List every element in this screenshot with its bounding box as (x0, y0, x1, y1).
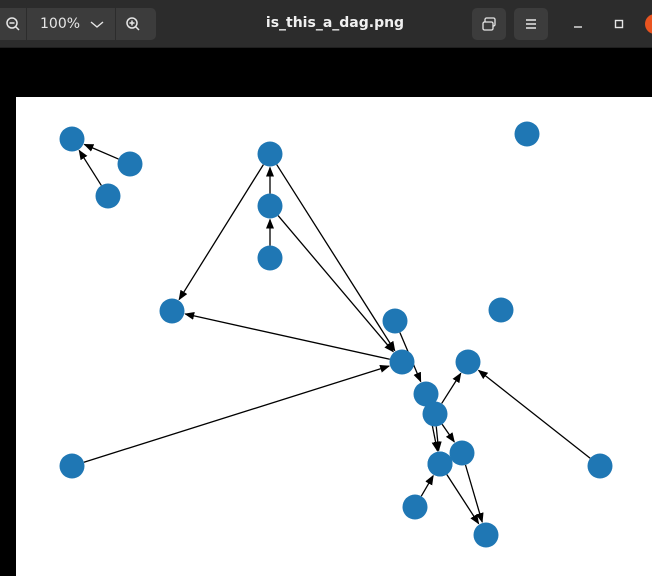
graph-node-n7 (257, 245, 283, 271)
graph-edge-n17-n10 (83, 364, 391, 463)
fit-window-button[interactable] (472, 8, 506, 40)
graph-edge-n14-n12 (441, 372, 462, 404)
main-menu-button[interactable] (514, 8, 548, 40)
graph-node-n18 (427, 451, 453, 477)
displayed-image (16, 97, 652, 576)
graph-node-n21 (587, 453, 613, 479)
zoom-out-button[interactable] (0, 8, 26, 40)
graph-edge-n14-n15 (441, 423, 455, 443)
zoom-level-value: 100% (40, 16, 81, 32)
graph-node-n20 (402, 494, 428, 520)
graph-node-n5 (257, 141, 283, 167)
titlebar: 100% is_this_a_dag.png (0, 0, 652, 48)
graph-node-n4 (514, 121, 540, 147)
minimize-icon (574, 26, 582, 28)
window-title: is_this_a_dag.png (265, 15, 405, 31)
maximize-icon (614, 19, 624, 29)
graph-node-n17 (59, 453, 85, 479)
graph-edge-n5-n8 (178, 164, 264, 301)
graph-node-n1 (59, 126, 85, 152)
graph-edge-n21-n12 (477, 369, 591, 459)
graph-node-n2 (117, 151, 143, 177)
zoom-control-group: 100% (0, 8, 156, 40)
graph-edge-n2-n1 (83, 143, 119, 160)
graph-edge-n5-n10 (276, 164, 396, 352)
graph-edge-n14-n18 (433, 426, 442, 452)
graph-node-n13 (413, 381, 439, 407)
graph-node-n14 (422, 401, 448, 427)
graph-node-n15 (449, 440, 475, 466)
zoom-in-button[interactable] (116, 8, 150, 40)
graph-node-n8 (159, 298, 185, 324)
close-button[interactable] (645, 14, 652, 34)
graph-edge-n20-n18 (420, 474, 434, 497)
graph-node-n6 (257, 193, 283, 219)
minimize-button[interactable] (570, 16, 586, 32)
graph-node-n3 (95, 183, 121, 209)
graph-edge-n10-n8 (184, 311, 390, 360)
maximize-button[interactable] (611, 16, 627, 32)
graph-node-n19 (473, 522, 499, 548)
hamburger-menu-icon (526, 19, 536, 29)
zoom-out-icon (6, 17, 20, 31)
fit-window-icon (482, 17, 496, 31)
graph-node-n9 (382, 308, 408, 334)
graph-edge-n6-n10 (277, 215, 394, 353)
graph-node-n10 (389, 349, 415, 375)
graph-edge-n15-n19 (464, 464, 484, 524)
divider (26, 8, 27, 40)
graph-edge-n18-n19 (446, 474, 480, 525)
graph-edge-n3-n1 (78, 149, 102, 186)
zoom-level-dropdown[interactable]: 100% (27, 8, 115, 40)
divider (115, 8, 116, 40)
zoom-in-icon (126, 17, 140, 31)
graph-node-n12 (455, 349, 481, 375)
graph-node-n11 (488, 297, 514, 323)
chevron-down-icon (90, 21, 104, 28)
